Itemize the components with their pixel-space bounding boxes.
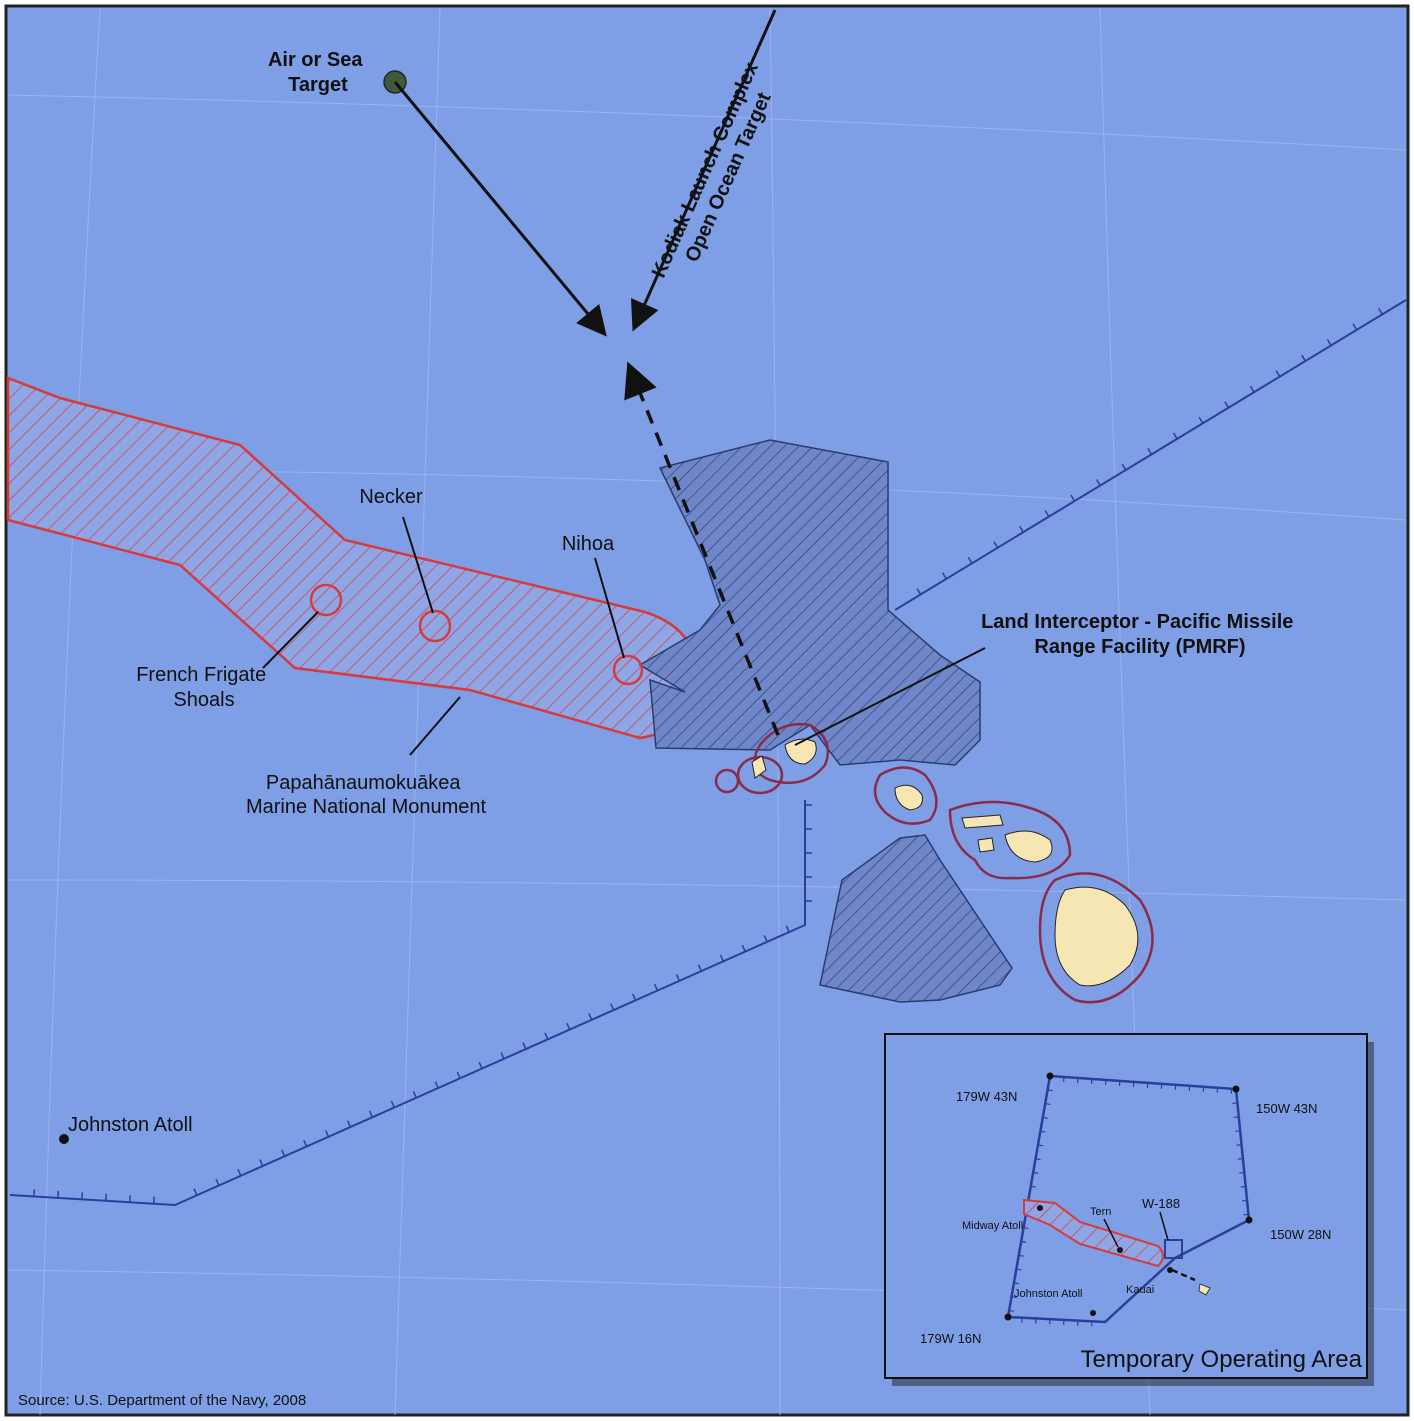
maui-nui-buffer — [948, 800, 1072, 880]
inset-dashed-path — [1171, 1268, 1196, 1282]
inset-map: 179W 43N 150W 43N 150W 28N 179W 16N Midw… — [884, 1033, 1374, 1386]
pmrf-line-2: Range Facility (PMRF) — [1034, 636, 1245, 658]
air-sea-target-line-2: Target — [288, 74, 348, 96]
lanai-island — [977, 837, 995, 853]
inset-title: Temporary Operating Area — [1081, 1346, 1363, 1373]
monument-label: Papahānaumokuākea Marine National Monume… — [246, 772, 487, 818]
inset-corner-sw: 179W 16N — [920, 1331, 981, 1346]
french-frigate-line-1: French Frigate — [136, 664, 266, 686]
range-areas — [638, 439, 1013, 1003]
air-sea-target-line-1: Air or Sea — [268, 49, 363, 71]
lehua-buffer — [714, 768, 740, 794]
inset-kauai-label: Kauai — [1126, 1284, 1154, 1296]
oahu-buffer — [873, 766, 938, 825]
inset-w188-label: W-188 — [1142, 1196, 1180, 1211]
arrow-from-air-sea-target — [393, 81, 607, 337]
source-credit: Source: U.S. Department of the Navy, 200… — [18, 1392, 306, 1409]
inset-corner-ne: 150W 43N — [1256, 1101, 1317, 1116]
pmrf-line-1: Land Interceptor - Pacific Missile — [981, 611, 1293, 633]
range-area-south — [819, 834, 1013, 1003]
oahu-island — [894, 784, 923, 811]
inset-corner-nw: 179W 43N — [956, 1089, 1017, 1104]
molokai-island — [961, 814, 1004, 829]
nihoa-marker — [612, 654, 644, 686]
nihoa-label: Nihoa — [562, 533, 615, 555]
monument-line-1: Papahānaumokuākea — [266, 772, 461, 794]
monument-line-2: Marine National Monument — [246, 796, 487, 818]
inset-tern-label: Tern — [1090, 1206, 1111, 1218]
johnston-atoll-dot — [59, 1134, 69, 1144]
necker-label: Necker — [359, 486, 423, 508]
inset-midway-label: Midway Atoll — [962, 1220, 1023, 1232]
range-area-north — [638, 439, 981, 766]
air-sea-target-label: Air or Sea Target — [268, 49, 368, 96]
inset-johnston-label: Johnston Atoll — [1014, 1288, 1083, 1300]
inset-corner-e: 150W 28N — [1270, 1227, 1331, 1242]
maui-island — [1004, 830, 1053, 863]
niihau-island — [751, 755, 767, 779]
necker-marker — [418, 609, 452, 643]
french-frigate-line-2: Shoals — [173, 689, 234, 711]
inset-islands — [1198, 1283, 1211, 1296]
arrow-from-kodiak — [631, 9, 777, 332]
hawaii-buffer — [1038, 872, 1154, 1004]
inset-w188-box — [1164, 1239, 1183, 1259]
kauai-island — [784, 738, 817, 765]
hawaii-island — [1054, 886, 1139, 987]
dashed-interceptor-path — [624, 361, 780, 736]
french-frigate-shoals-marker — [309, 583, 343, 617]
operating-area-boundary — [9, 299, 1407, 1207]
inset-monument — [1023, 1198, 1164, 1268]
french-frigate-label: French Frigate Shoals — [136, 664, 272, 711]
inset-frame — [884, 1033, 1368, 1379]
leader-lines — [262, 516, 986, 756]
hawaiian-islands — [714, 722, 1154, 1004]
johnston-atoll-label: Johnston Atoll — [68, 1114, 193, 1136]
pmrf-label: Land Interceptor - Pacific Missile Range… — [981, 611, 1299, 658]
